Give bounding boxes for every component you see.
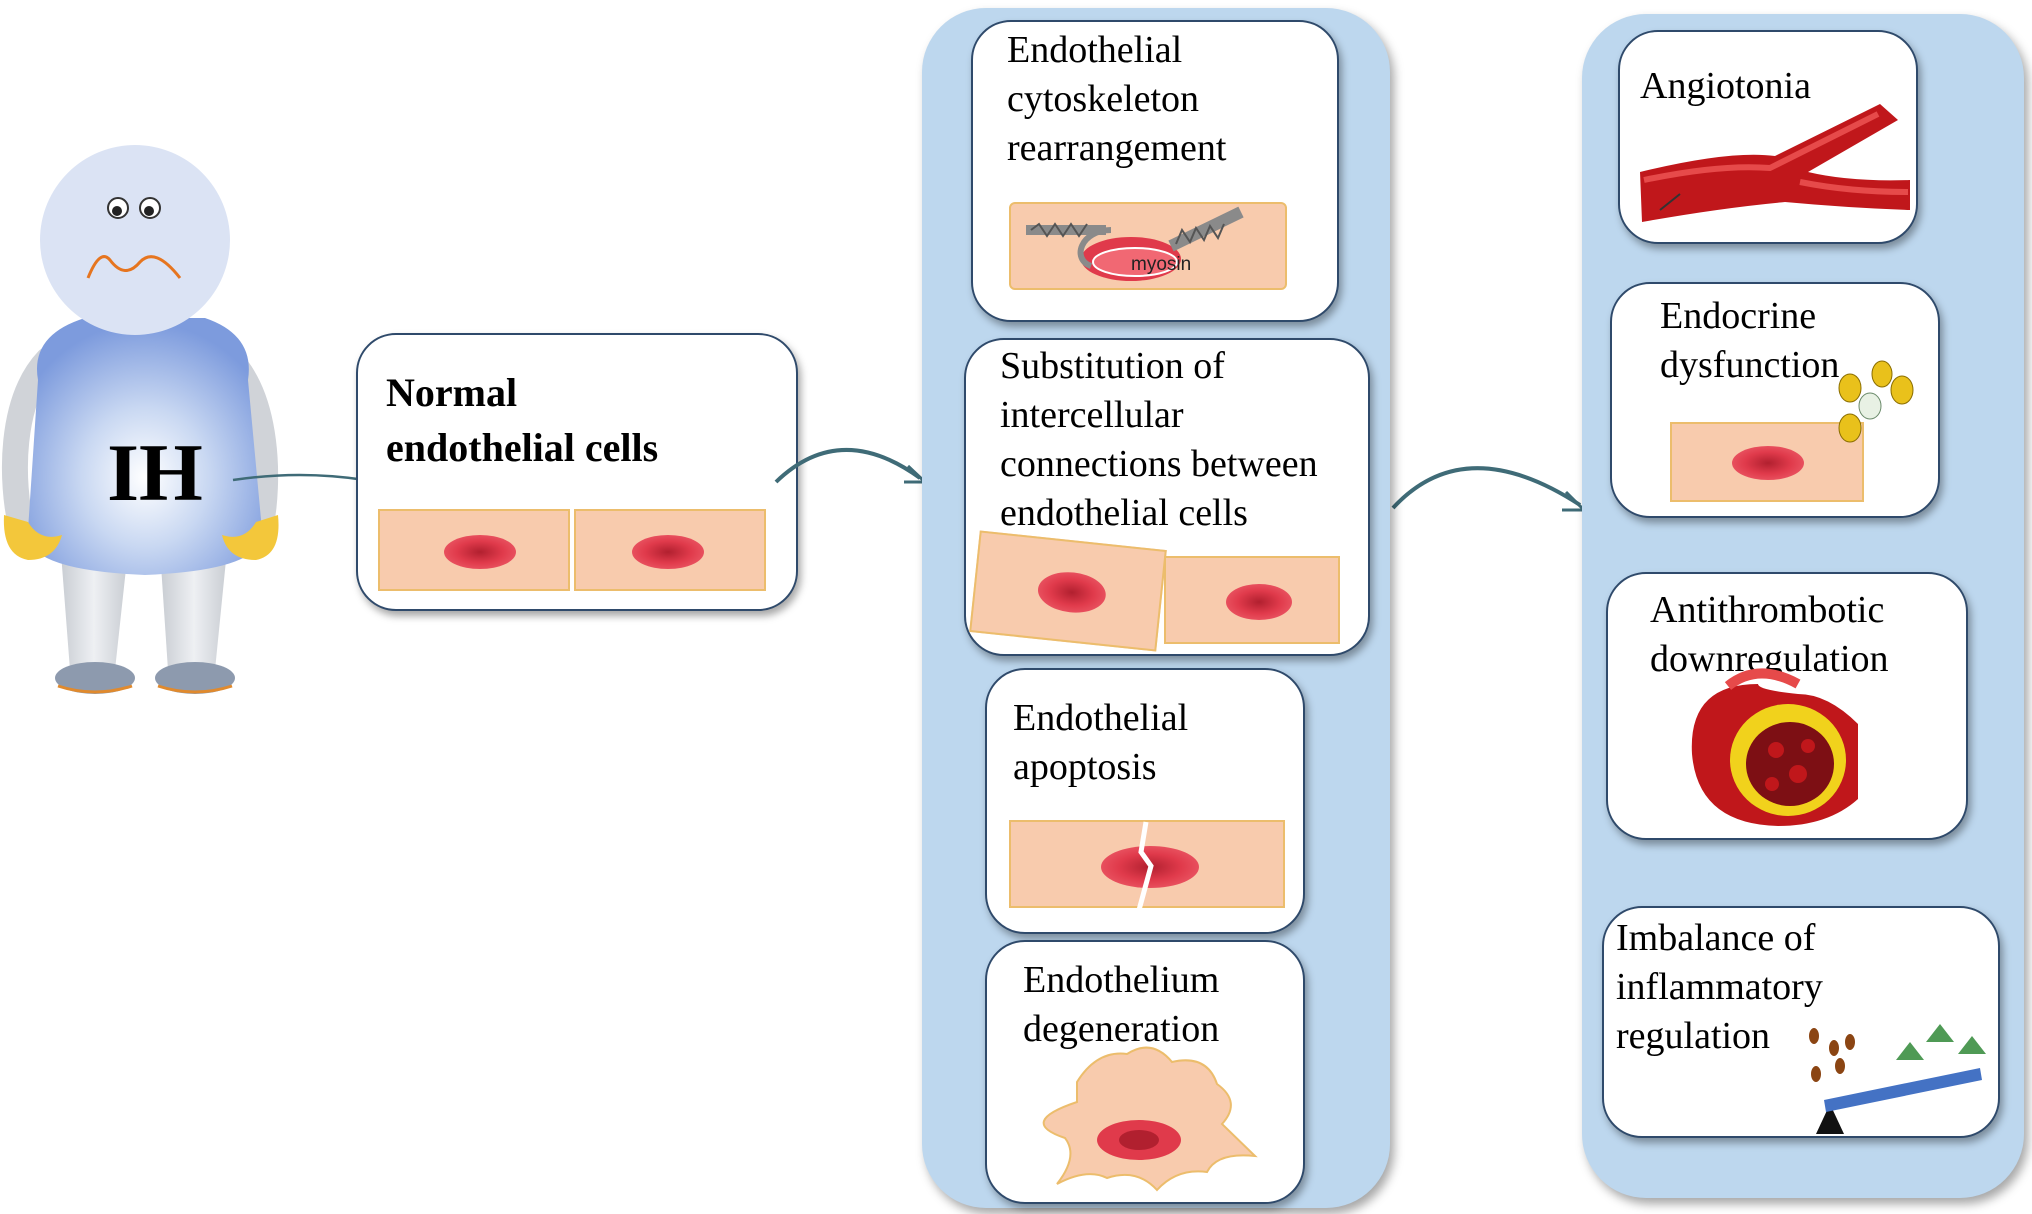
normal-cells-card: Normal endothelial cells xyxy=(356,333,798,611)
nucleus xyxy=(1035,568,1108,616)
ih-character: IH xyxy=(0,145,300,710)
endothelial-cell xyxy=(574,509,766,591)
inflammatory-title: Imbalance of inflammatory regulation xyxy=(1616,917,1823,1057)
myosin-icon xyxy=(1026,206,1244,281)
angiotonia-card: Angiotonia xyxy=(1618,30,1918,244)
endocrine-card: Endocrine dysfunction xyxy=(1610,282,1940,518)
ih-character-figure xyxy=(1,145,279,694)
endothelial-cell xyxy=(1164,556,1340,644)
endothelial-cell xyxy=(1009,820,1285,911)
angiotonia-title: Angiotonia xyxy=(1640,65,1811,107)
substitution-title: Substitution of intercellular connection… xyxy=(1000,345,1318,534)
endothelial-cell xyxy=(378,509,570,591)
substitution-card: Substitution of intercellular connection… xyxy=(964,338,1370,656)
endothelial-cell xyxy=(1670,422,1864,502)
antithrombotic-card: Antithrombotic downregulation xyxy=(1606,572,1968,840)
apoptosis-title: Endothelial apoptosis xyxy=(1013,697,1189,788)
degeneration-title: Endothelium degeneration xyxy=(1023,959,1220,1050)
degenerated-cell-icon xyxy=(1042,1046,1258,1192)
apoptosis-card: Endothelial apoptosis xyxy=(985,668,1305,934)
nucleus xyxy=(632,535,704,569)
nucleus xyxy=(1226,584,1292,620)
nucleus xyxy=(1732,446,1804,480)
crack-icon xyxy=(1136,821,1154,911)
balance-scale-icon xyxy=(1809,1024,1986,1134)
inflammatory-card: Imbalance of inflammatory regulation xyxy=(1602,906,2000,1138)
normal-cells-title: Normal endothelial cells xyxy=(386,370,659,470)
endocrine-title: Endocrine dysfunction xyxy=(1660,295,1840,386)
artery-cross-section-icon xyxy=(1691,668,1858,826)
endothelial-cell: myosin xyxy=(1009,202,1287,290)
myosin-label: myosin xyxy=(1131,254,1192,275)
antithrombotic-title: Antithrombotic downregulation xyxy=(1650,589,1889,680)
cytoskeleton-title: Endothelial cytoskeleton rearrangement xyxy=(1007,29,1227,169)
endothelial-cell xyxy=(969,530,1167,652)
degeneration-card: Endothelium degeneration xyxy=(985,940,1305,1204)
nucleus xyxy=(444,535,516,569)
blood-vessel-icon xyxy=(1640,104,1910,222)
ih-label: IH xyxy=(107,427,203,518)
hormone-particles-icon xyxy=(1838,360,1914,443)
cytoskeleton-card: Endothelial cytoskeleton rearrangement m… xyxy=(971,20,1339,322)
